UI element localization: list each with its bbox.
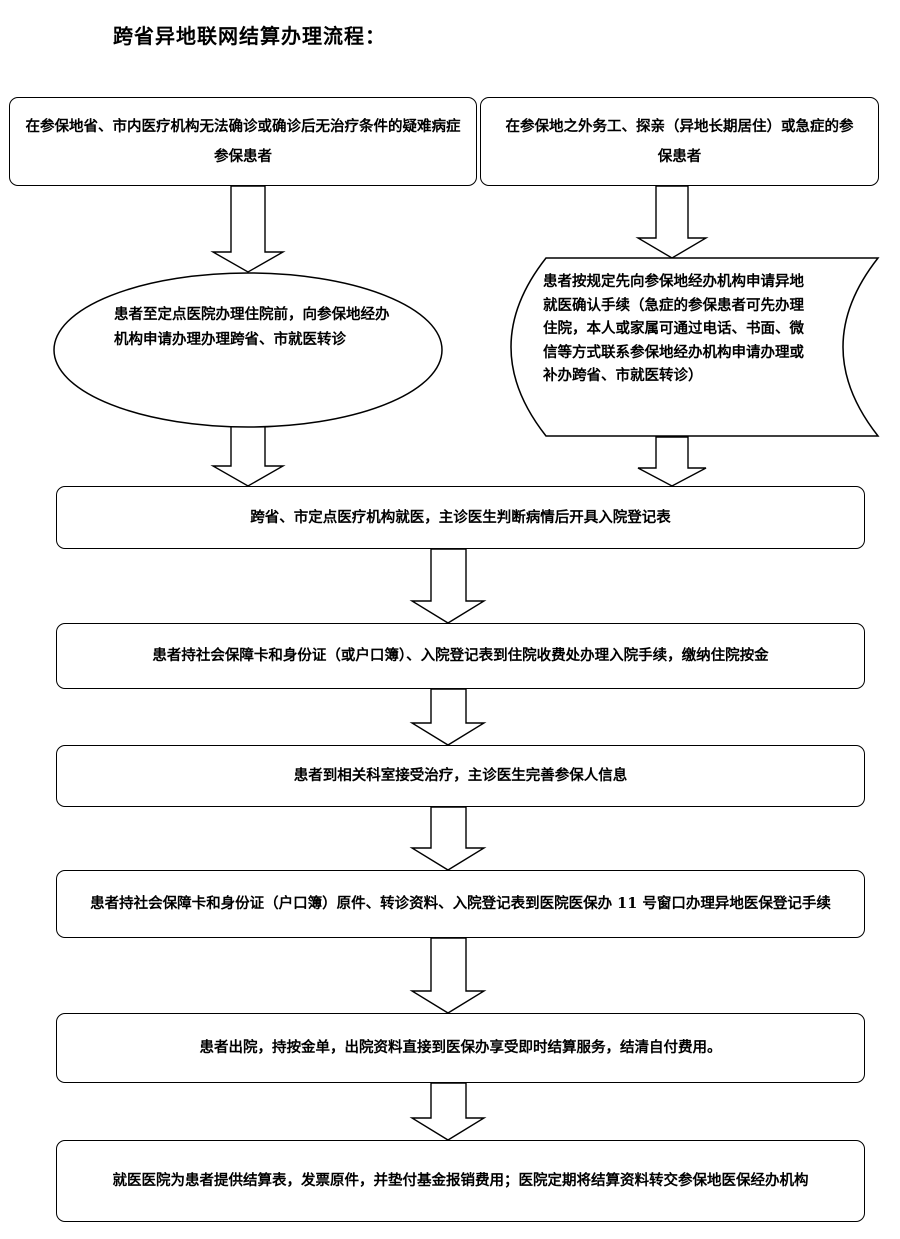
step-hospital-settlement-transfer: 就医医院为患者提供结算表，发票原件，并垫付基金报销费用；医院定期将结算资料转交参… bbox=[56, 1140, 865, 1222]
arrow-down-icon bbox=[409, 1082, 487, 1141]
arrow-down-icon bbox=[210, 425, 286, 487]
step-insurance-registration: 患者持社会保障卡和身份证（户口簿）原件、转诊资料、入院登记表到医院医保办 11 … bbox=[56, 870, 865, 938]
step-text: 患者出院，持按金单，出院资料直接到医保办享受即时结算服务，结清自付费用。 bbox=[199, 1039, 722, 1056]
confirmation-document-shape bbox=[510, 257, 880, 437]
top-right-patient-box: 在参保地之外务工、探亲（异地长期居住）或急症的参保患者 bbox=[480, 97, 879, 186]
arrow-down-icon bbox=[409, 937, 487, 1014]
step-text: 患者到相关科室接受治疗，主诊医生完善参保人信息 bbox=[293, 767, 628, 784]
ellipse-step-text: 患者至定点医院办理住院前，向参保地经办机构申请办理办理跨省、市就医转诊 bbox=[114, 306, 390, 348]
step-text: 就医医院为患者提供结算表，发票原件，并垫付基金报销费用；医院定期将结算资料转交参… bbox=[112, 1172, 809, 1189]
arrow-down-icon bbox=[210, 185, 286, 273]
step-text: 跨省、市定点医疗机构就医，主诊医生判断病情后开具入院登记表 bbox=[250, 508, 671, 526]
step-text: 患者持社会保障卡和身份证（户口簿）原件、转诊资料、入院登记表到医院医保办 11 … bbox=[90, 895, 831, 912]
step-hospital-admission-form: 跨省、市定点医疗机构就医，主诊医生判断病情后开具入院登记表 bbox=[56, 486, 865, 549]
arrow-down-icon bbox=[409, 688, 487, 746]
step-discharge-settlement: 患者出院，持按金单，出院资料直接到医保办享受即时结算服务，结清自付费用。 bbox=[56, 1013, 865, 1083]
arrow-down-icon bbox=[409, 806, 487, 871]
referral-ellipse-shape bbox=[53, 272, 443, 428]
arrow-down-icon bbox=[409, 548, 487, 624]
top-left-patient-box: 在参保地省、市内医疗机构无法确诊或确诊后无治疗条件的疑难病症参保患者 bbox=[9, 97, 477, 186]
step-admission-procedures: 患者持社会保障卡和身份证（或户口簿）、入院登记表到住院收费处办理入院手续，缴纳住… bbox=[56, 623, 865, 689]
step-receive-treatment: 患者到相关科室接受治疗，主诊医生完善参保人信息 bbox=[56, 745, 865, 807]
document-step-text: 患者按规定先向参保地经办机构申请异地就医确认手续（急症的参保患者可先办理住院，本… bbox=[543, 273, 804, 384]
arrow-down-icon bbox=[637, 436, 707, 487]
arrow-down-icon bbox=[635, 185, 709, 259]
step-text: 患者持社会保障卡和身份证（或户口簿）、入院登记表到住院收费处办理入院手续，缴纳住… bbox=[152, 647, 769, 664]
top-left-patient-text: 在参保地省、市内医疗机构无法确诊或确诊后无治疗条件的疑难病症参保患者 bbox=[25, 117, 461, 165]
top-right-patient-text: 在参保地之外务工、探亲（异地长期居住）或急症的参保患者 bbox=[505, 117, 854, 165]
page-title: 跨省异地联网结算办理流程： bbox=[113, 24, 386, 48]
